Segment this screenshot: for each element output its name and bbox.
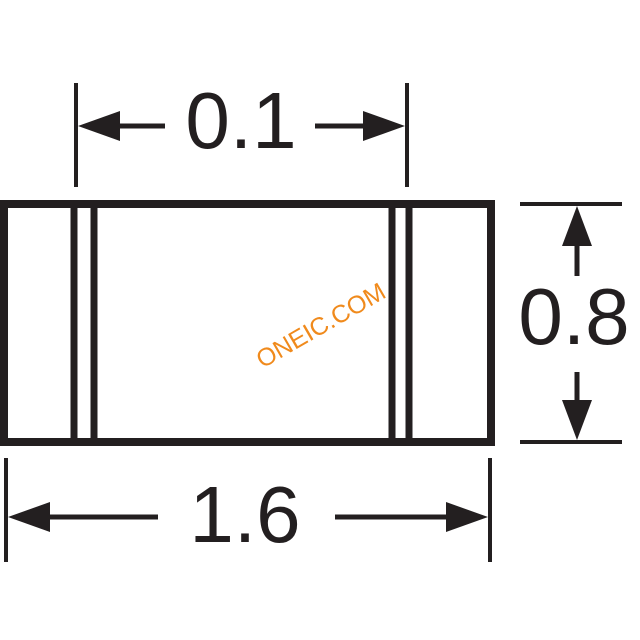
- right-dimension: 0.8: [518, 202, 630, 444]
- right-dimension-label: 0.8: [518, 272, 629, 361]
- bottom-dimension: 1.6: [4, 458, 492, 562]
- right-terminal-band: [388, 200, 413, 446]
- bottom-arrow-right: [446, 502, 488, 532]
- top-arrow-left: [78, 111, 120, 141]
- bottom-arrow-left: [8, 502, 50, 532]
- top-arrow-right: [363, 111, 405, 141]
- component-body: [0, 200, 495, 446]
- bottom-dimension-label: 1.6: [189, 470, 300, 559]
- watermark-text: ONEIC.COM: [251, 277, 390, 373]
- top-dimension-label: 0.1: [185, 76, 296, 165]
- left-terminal-band: [70, 200, 98, 446]
- right-arrow-down: [562, 400, 592, 440]
- body-outline: [0, 200, 495, 446]
- top-dimension: 0.1: [74, 76, 409, 187]
- right-arrow-up: [562, 206, 592, 246]
